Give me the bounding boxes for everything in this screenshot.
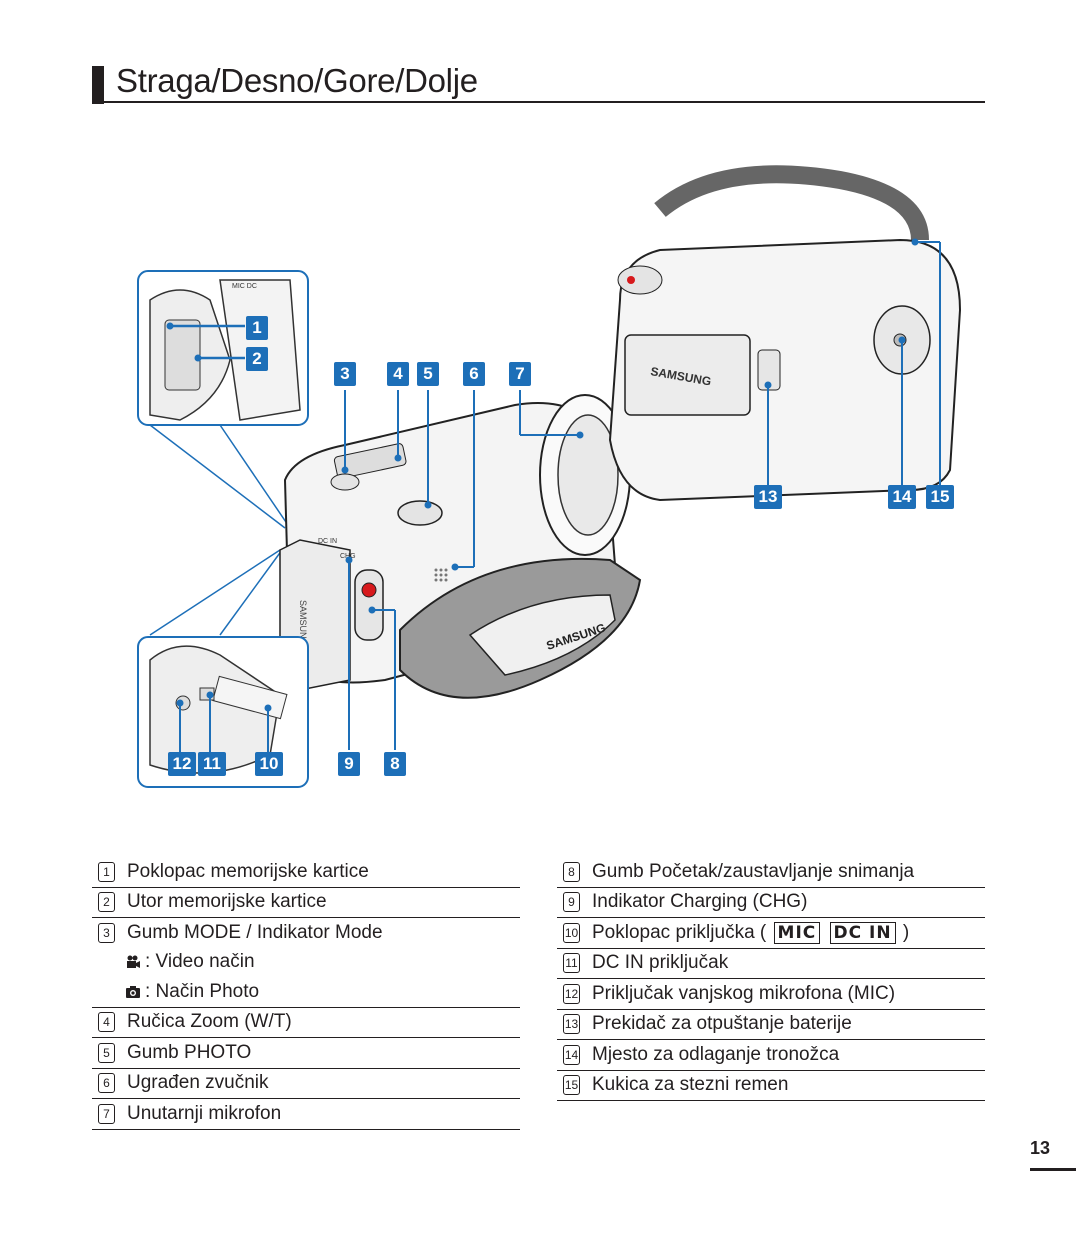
item-text: : Način Photo <box>145 980 260 1002</box>
legend-item: 11 DC IN priključak <box>557 949 985 979</box>
legend-subitem: : Video način <box>92 948 520 978</box>
item-number: 11 <box>563 953 580 974</box>
item-text: Indikator Charging (CHG) <box>592 891 808 913</box>
callout-1: 1 <box>246 316 268 340</box>
callout-9: 9 <box>338 752 360 776</box>
callout-13: 13 <box>754 485 782 509</box>
item-number <box>98 983 113 1001</box>
item-text: : Video način <box>145 951 255 973</box>
callout-6: 6 <box>463 362 485 386</box>
item-number: 6 <box>98 1073 115 1094</box>
callout-10: 10 <box>255 752 283 776</box>
svg-text:SAMSUNG: SAMSUNG <box>298 600 308 646</box>
item-number: 1 <box>98 861 115 882</box>
item-number: 14 <box>563 1044 580 1065</box>
callout-15: 15 <box>926 485 954 509</box>
item-number: 4 <box>98 1012 115 1033</box>
video-camera-icon <box>125 954 141 970</box>
legend-item: 10 Poklopac priključka ( MIC DC IN ) <box>557 918 985 949</box>
item-text: Poklopac priključka ( MIC DC IN ) <box>592 921 910 944</box>
photo-camera-icon <box>125 984 141 1000</box>
legend-right: 8 Gumb Početak/zaustavljanje snimanja 9 … <box>557 857 985 1101</box>
item-number: 3 <box>98 922 115 943</box>
item-number: 13 <box>563 1014 580 1035</box>
item-number: 10 <box>563 922 580 943</box>
camcorder-figure: MIC DC SAMSUNG SAMSUNG DC IN <box>0 130 1080 820</box>
item-text: Ručica Zoom (W/T) <box>127 1011 292 1033</box>
callout-7: 7 <box>509 362 531 386</box>
chg-label: CHG <box>340 553 356 560</box>
item-number: 15 <box>563 1075 580 1096</box>
item-text-end: ) <box>902 921 910 943</box>
legend-item: 12 Priključak vanjskog mikrofona (MIC) <box>557 979 985 1010</box>
item-number: 9 <box>563 892 580 913</box>
page-number: 13 <box>1030 1138 1051 1158</box>
page-number-rule <box>1030 1168 1076 1171</box>
legend-item: 13 Prekidač za otpuštanje baterije <box>557 1010 985 1040</box>
item-text: Gumb MODE / Indikator Mode <box>127 921 383 943</box>
item-text-start: Poklopac priključka ( <box>592 921 767 943</box>
dcin-jack-label: DC IN <box>318 538 337 545</box>
item-text: DC IN priključak <box>592 952 729 974</box>
item-number: 12 <box>563 983 580 1004</box>
item-text: Unutarnji mikrofon <box>127 1102 282 1124</box>
item-number: 7 <box>98 1103 115 1124</box>
callout-2: 2 <box>246 347 268 371</box>
legend-item: 14 Mjesto za odlaganje tronožca <box>557 1040 985 1071</box>
item-text: Poklopac memorijske kartice <box>127 860 369 882</box>
callout-4: 4 <box>387 362 409 386</box>
item-text: Gumb PHOTO <box>127 1041 252 1063</box>
legend-item: 15 Kukica za stezni remen <box>557 1071 985 1101</box>
item-number: 5 <box>98 1042 115 1063</box>
legend-item: 5 Gumb PHOTO <box>92 1038 520 1069</box>
item-text: Prekidač za otpuštanje baterije <box>592 1013 852 1035</box>
item-text: Ugrađen zvučnik <box>127 1072 269 1094</box>
dcin-jack-label: DC IN <box>829 921 896 944</box>
mic-jack-label: MIC <box>773 921 821 944</box>
legend-item: 4 Ručica Zoom (W/T) <box>92 1008 520 1038</box>
legend-item: 7 Unutarnji mikrofon <box>92 1099 520 1130</box>
callout-8: 8 <box>384 752 406 776</box>
callout-11: 11 <box>198 752 226 776</box>
title-rule <box>92 101 985 103</box>
callout-12: 12 <box>168 752 196 776</box>
item-text: Priključak vanjskog mikrofona (MIC) <box>592 982 896 1004</box>
item-number: 8 <box>563 861 580 882</box>
legend-item: 8 Gumb Početak/zaustavljanje snimanja <box>557 857 985 888</box>
callout-5: 5 <box>417 362 439 386</box>
page-title: Straga/Desno/Gore/Dolje <box>116 62 478 99</box>
callout-3: 3 <box>334 362 356 386</box>
legend-item: 2 Utor memorijske kartice <box>92 888 520 918</box>
item-number: 2 <box>98 892 115 913</box>
svg-text:MIC DC: MIC DC <box>232 283 257 290</box>
legend-item: 6 Ugrađen zvučnik <box>92 1069 520 1099</box>
item-text: Kukica za stezni remen <box>592 1074 789 1096</box>
title-marker <box>92 66 104 104</box>
legend-subitem: : Način Photo <box>92 977 520 1008</box>
item-number <box>98 953 113 971</box>
item-text: Gumb Početak/zaustavljanje snimanja <box>592 860 915 882</box>
legend-left: 1 Poklopac memorijske kartice 2 Utor mem… <box>92 857 520 1130</box>
legend-item: 3 Gumb MODE / Indikator Mode <box>92 918 520 948</box>
item-text: Mjesto za odlaganje tronožca <box>592 1043 840 1065</box>
callout-14: 14 <box>888 485 916 509</box>
legend-item: 1 Poklopac memorijske kartice <box>92 857 520 888</box>
legend-item: 9 Indikator Charging (CHG) <box>557 888 985 918</box>
camcorder-illustration: MIC DC SAMSUNG SAMSUNG DC IN <box>137 165 962 788</box>
item-text: Utor memorijske kartice <box>127 891 327 913</box>
